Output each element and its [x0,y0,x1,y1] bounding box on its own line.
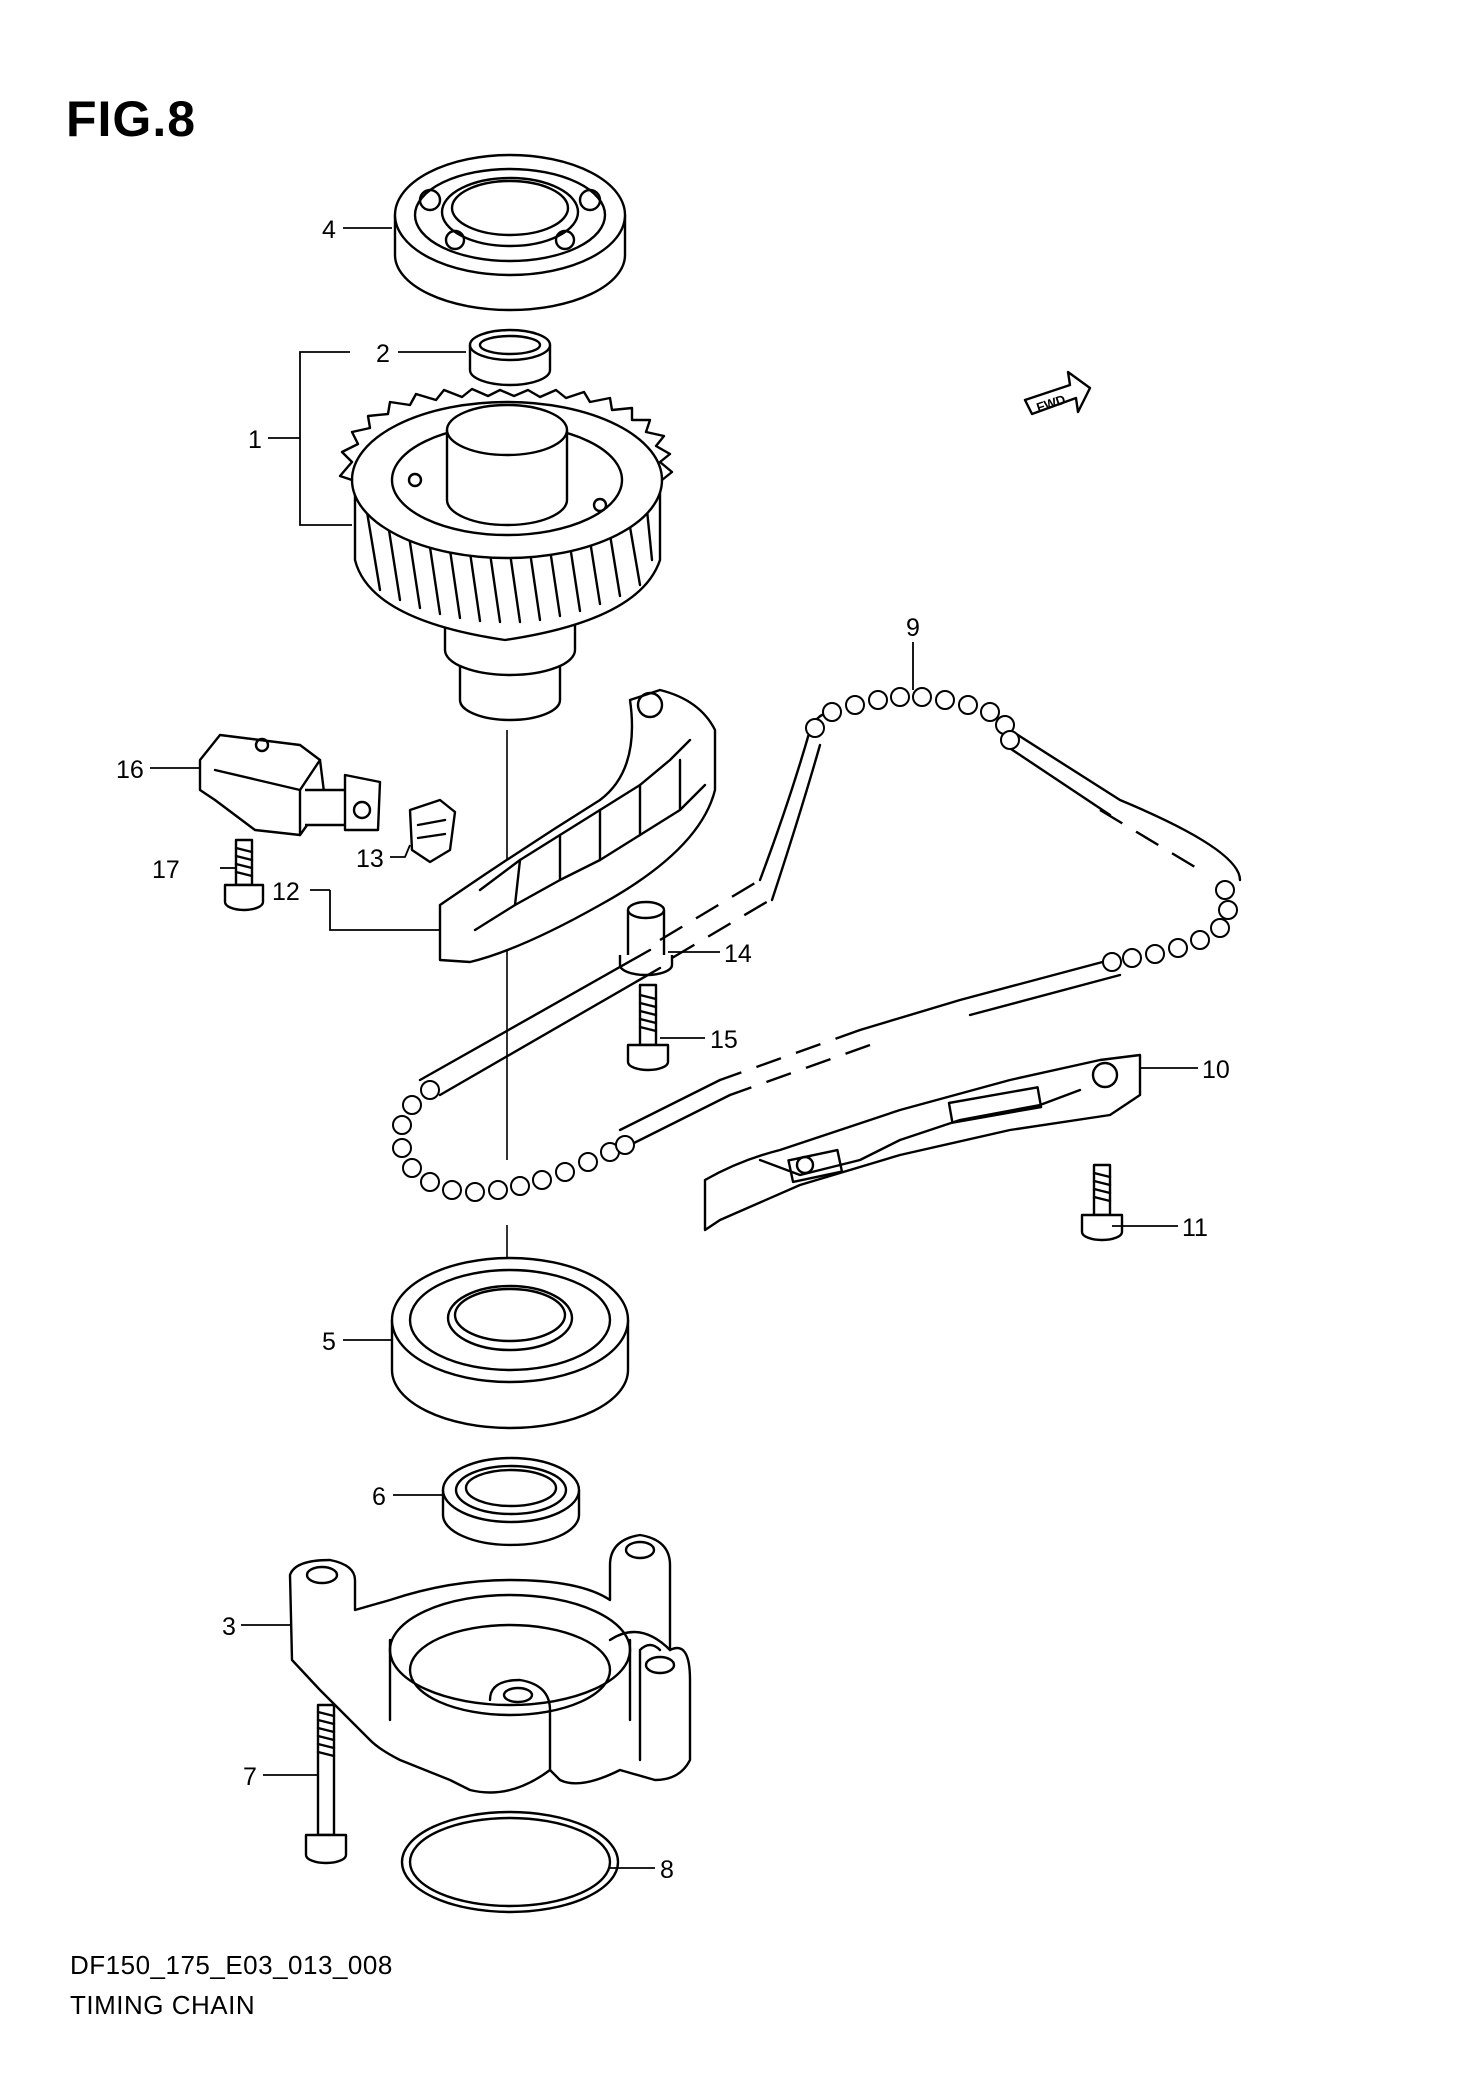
callout-16: 16 [116,756,144,784]
part-2-collar[interactable] [468,328,552,387]
figure-title: FIG.8 [66,91,197,147]
callout-leaders [150,227,1198,1869]
callout-2: 2 [376,340,390,368]
callout-4: 4 [322,216,336,244]
part-6-oil-seal[interactable] [441,1456,581,1547]
part-1-gear[interactable] [338,387,674,722]
part-7-bolt[interactable] [304,1703,348,1865]
callout-11: 11 [1182,1214,1208,1242]
fwd-direction-badge: FWD [1023,370,1092,416]
callout-9: 9 [906,614,920,642]
callout-12: 12 [272,878,300,906]
part-11-bolt[interactable] [1080,1163,1124,1242]
callout-10: 10 [1202,1056,1230,1084]
part-10-chain-guide[interactable] [703,1053,1142,1232]
part-13-clip[interactable] [408,798,457,864]
diagram-code: DF150_175_E03_013_008 [70,1950,393,1980]
callout-13: 13 [356,845,384,873]
part-17-bolt[interactable] [223,838,265,912]
part-4-bearing[interactable] [393,153,627,312]
diagram-name: TIMING CHAIN [70,1990,256,2020]
callout-6: 6 [372,1483,386,1511]
part-3-housing[interactable] [288,1533,692,1794]
part-5-bearing[interactable] [390,1256,630,1430]
callout-1: 1 [248,426,262,454]
callout-14: 14 [724,940,752,968]
part-8-o-ring[interactable] [400,1810,620,1914]
part-12-chain-guide[interactable] [438,688,717,964]
callout-3: 3 [222,1613,236,1641]
part-15-bolt[interactable] [626,983,670,1072]
callout-17: 17 [152,856,180,884]
callout-5: 5 [322,1328,336,1356]
callout-7: 7 [243,1763,257,1791]
part-16-tensioner[interactable] [198,733,382,837]
callout-labels: 4 2 1 16 17 13 12 14 15 9 10 11 5 6 3 7 … [116,216,1230,1884]
callout-8: 8 [660,1856,674,1884]
callout-15: 15 [710,1026,738,1054]
chain-links [392,687,1238,1202]
part-9-timing-chain[interactable] [392,687,1242,1202]
